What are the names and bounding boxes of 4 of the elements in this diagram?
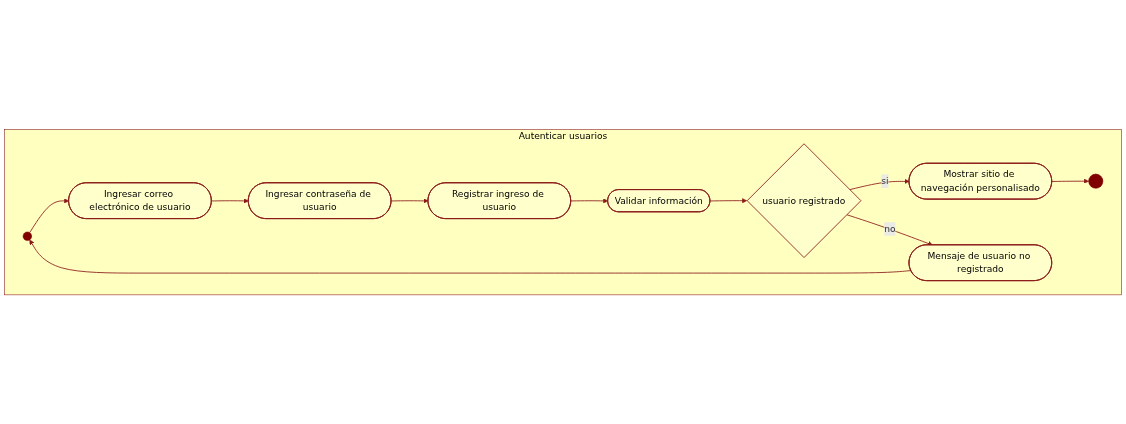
edge-label: si: [881, 175, 889, 187]
node-diamond: usuario registrado: [746, 143, 862, 258]
node-circle: [22, 231, 32, 241]
edge-label: no: [884, 223, 896, 234]
